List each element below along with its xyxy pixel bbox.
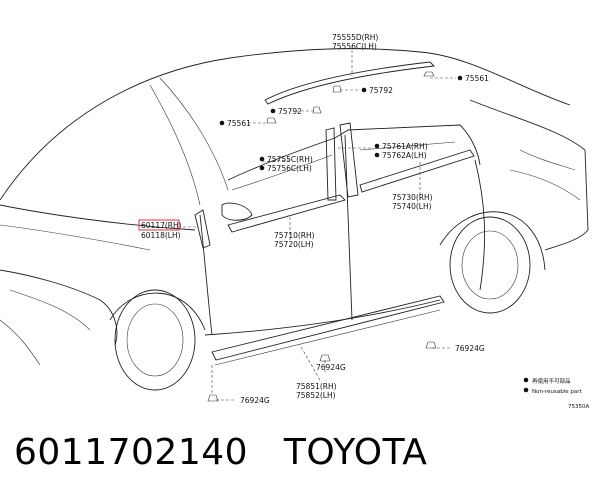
callout-labels: 75555D(RH) 75556C(LH) 75561 75792 75792 … (138, 33, 489, 405)
car-outline (0, 48, 589, 391)
label-rocker-rh: 75851(RH) (296, 382, 337, 391)
legend-bullet (523, 387, 529, 393)
label-pillar-lh: 75762A(LH) (382, 151, 427, 160)
label-front-door-rh: 75710(RH) (274, 231, 315, 240)
label-roof-lh: 75556C(LH) (332, 42, 377, 51)
highlight-box (138, 219, 180, 231)
bullet-dot (259, 165, 265, 171)
label-clip-75561-right: 75561 (465, 74, 489, 83)
part-caption: 6011702140 TOYOTA (14, 432, 427, 473)
caption-gap (248, 432, 284, 473)
label-pillar-rh: 75761A(RH) (382, 142, 428, 151)
legend-bullet (523, 377, 529, 383)
clips (207, 71, 437, 402)
label-window-lh: 75756C(LH) (267, 164, 312, 173)
bullet-dot (457, 75, 463, 81)
legend: 再使用不可部品 Non-reusable part 75350A (523, 377, 589, 410)
bullet-dot (361, 87, 367, 93)
label-cover-lh: 60118(LH) (141, 231, 181, 240)
legend-item-en: Non-reusable part (532, 389, 582, 395)
label-clip-76924g-mid: 76924G (316, 363, 346, 372)
label-rear-door-rh: 75730(RH) (392, 193, 433, 202)
bullet-dot (374, 152, 380, 158)
parts-diagram: 75555D(RH) 75556C(LH) 75561 75792 75792 … (0, 33, 589, 410)
label-clip-76924g-left: 76924G (240, 396, 270, 405)
figure-code: 75350A (568, 404, 589, 410)
bullet-dot (219, 120, 225, 126)
label-window-rh: 75755C(RH) (267, 155, 313, 164)
leader-lines (183, 50, 456, 401)
bullet-dot (259, 156, 265, 162)
label-rear-door-lh: 75740(LH) (392, 202, 432, 211)
label-clip-76924g-right: 76924G (455, 344, 485, 353)
label-clip-75561-left: 75561 (227, 119, 251, 128)
legend-item-jp: 再使用不可部品 (532, 377, 571, 385)
label-front-door-lh: 75720(LH) (274, 240, 314, 249)
label-clip-75792-mid: 75792 (278, 107, 302, 116)
label-cover-rh: 60117(RH) (141, 221, 182, 230)
caption-part-number: 6011702140 (14, 432, 249, 473)
bullet-dot (374, 143, 380, 149)
label-roof-rh: 75555D(RH) (332, 33, 378, 42)
caption-brand: TOYOTA (283, 432, 428, 473)
label-clip-75792-top: 75792 (369, 86, 393, 95)
label-rocker-lh: 75852(LH) (296, 391, 336, 400)
bullet-dot (270, 108, 276, 114)
